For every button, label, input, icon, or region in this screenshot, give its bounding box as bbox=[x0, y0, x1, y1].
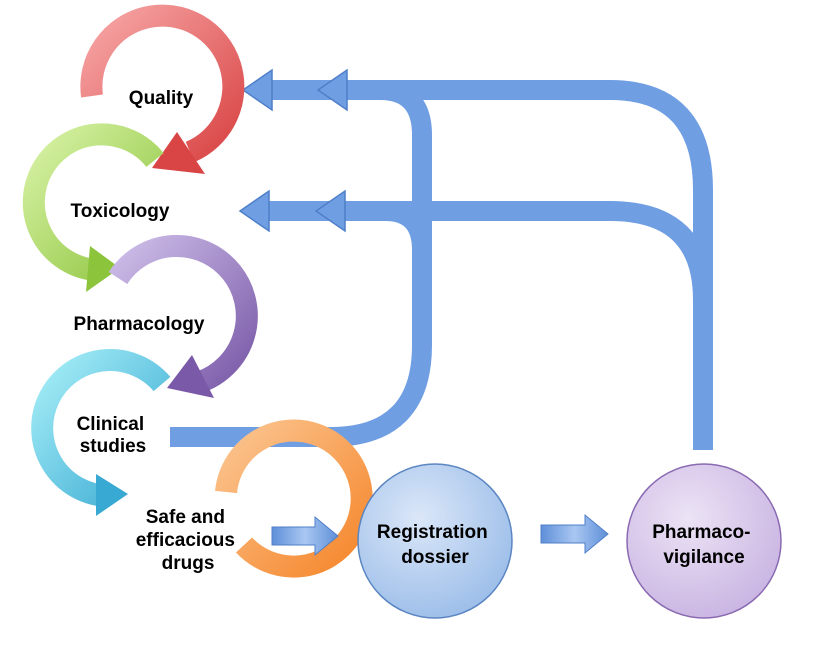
node-label-registration: Registration dossier bbox=[377, 522, 493, 568]
node-registration-circle bbox=[357, 463, 513, 619]
connector-pharmacovigilance-to-toxicology bbox=[340, 201, 713, 450]
stage-quality: Quality bbox=[80, 4, 245, 174]
stage-safe-efficacious-drugs: Safe and efficacious drugs bbox=[136, 419, 373, 578]
stage-clinical-arrowhead bbox=[96, 474, 128, 516]
stage-pharmacology: Pharmacology bbox=[74, 234, 258, 398]
stage-clinical-arc bbox=[31, 349, 171, 507]
arrowhead-quality-inner bbox=[316, 68, 348, 112]
connector-pharmacovigilance-to-quality bbox=[340, 80, 713, 450]
arrowhead-toxicology-inner bbox=[314, 189, 346, 233]
node-registration-dossier: Registration dossier bbox=[357, 463, 513, 619]
stage-pharmacology-arrowhead bbox=[167, 355, 214, 398]
stage-quality-arc bbox=[80, 4, 245, 163]
arrow-safe-to-registration bbox=[271, 515, 339, 557]
node-label-pharmacovigilance: Pharmaco- vigilance bbox=[652, 522, 755, 568]
stage-label-toxicology: Toxicology bbox=[71, 201, 170, 222]
feedback-connectors bbox=[170, 80, 713, 450]
stage-safe-arc bbox=[215, 419, 373, 578]
stage-label-pharmacology: Pharmacology bbox=[74, 314, 205, 335]
stage-toxicology: Toxicology bbox=[22, 123, 170, 292]
connector-clinical-to-quality bbox=[170, 80, 432, 447]
node-pharmacovigilance: Pharmaco- vigilance bbox=[626, 463, 782, 619]
stage-quality-arrowhead bbox=[152, 132, 205, 174]
stage-clinical-studies: Clinical studies bbox=[31, 349, 171, 516]
node-pharmacovigilance-circle bbox=[626, 463, 782, 619]
arrowhead-quality-outer bbox=[241, 68, 273, 112]
stage-label-clinical: Clinical studies bbox=[77, 414, 150, 457]
arrowhead-toxicology-outer bbox=[238, 189, 270, 233]
flow-arrows bbox=[271, 513, 609, 557]
stage-toxicology-arc bbox=[22, 123, 164, 281]
connector-arrowheads bbox=[238, 68, 348, 233]
stage-pharmacology-arc bbox=[108, 234, 258, 393]
stage-label-safe: Safe and efficacious drugs bbox=[136, 507, 241, 574]
connector-clinical-to-toxicology bbox=[268, 201, 432, 251]
stage-toxicology-arrowhead bbox=[86, 246, 120, 292]
stage-label-quality: Quality bbox=[129, 88, 194, 109]
arrow-registration-to-pharmacovigilance bbox=[540, 513, 609, 555]
